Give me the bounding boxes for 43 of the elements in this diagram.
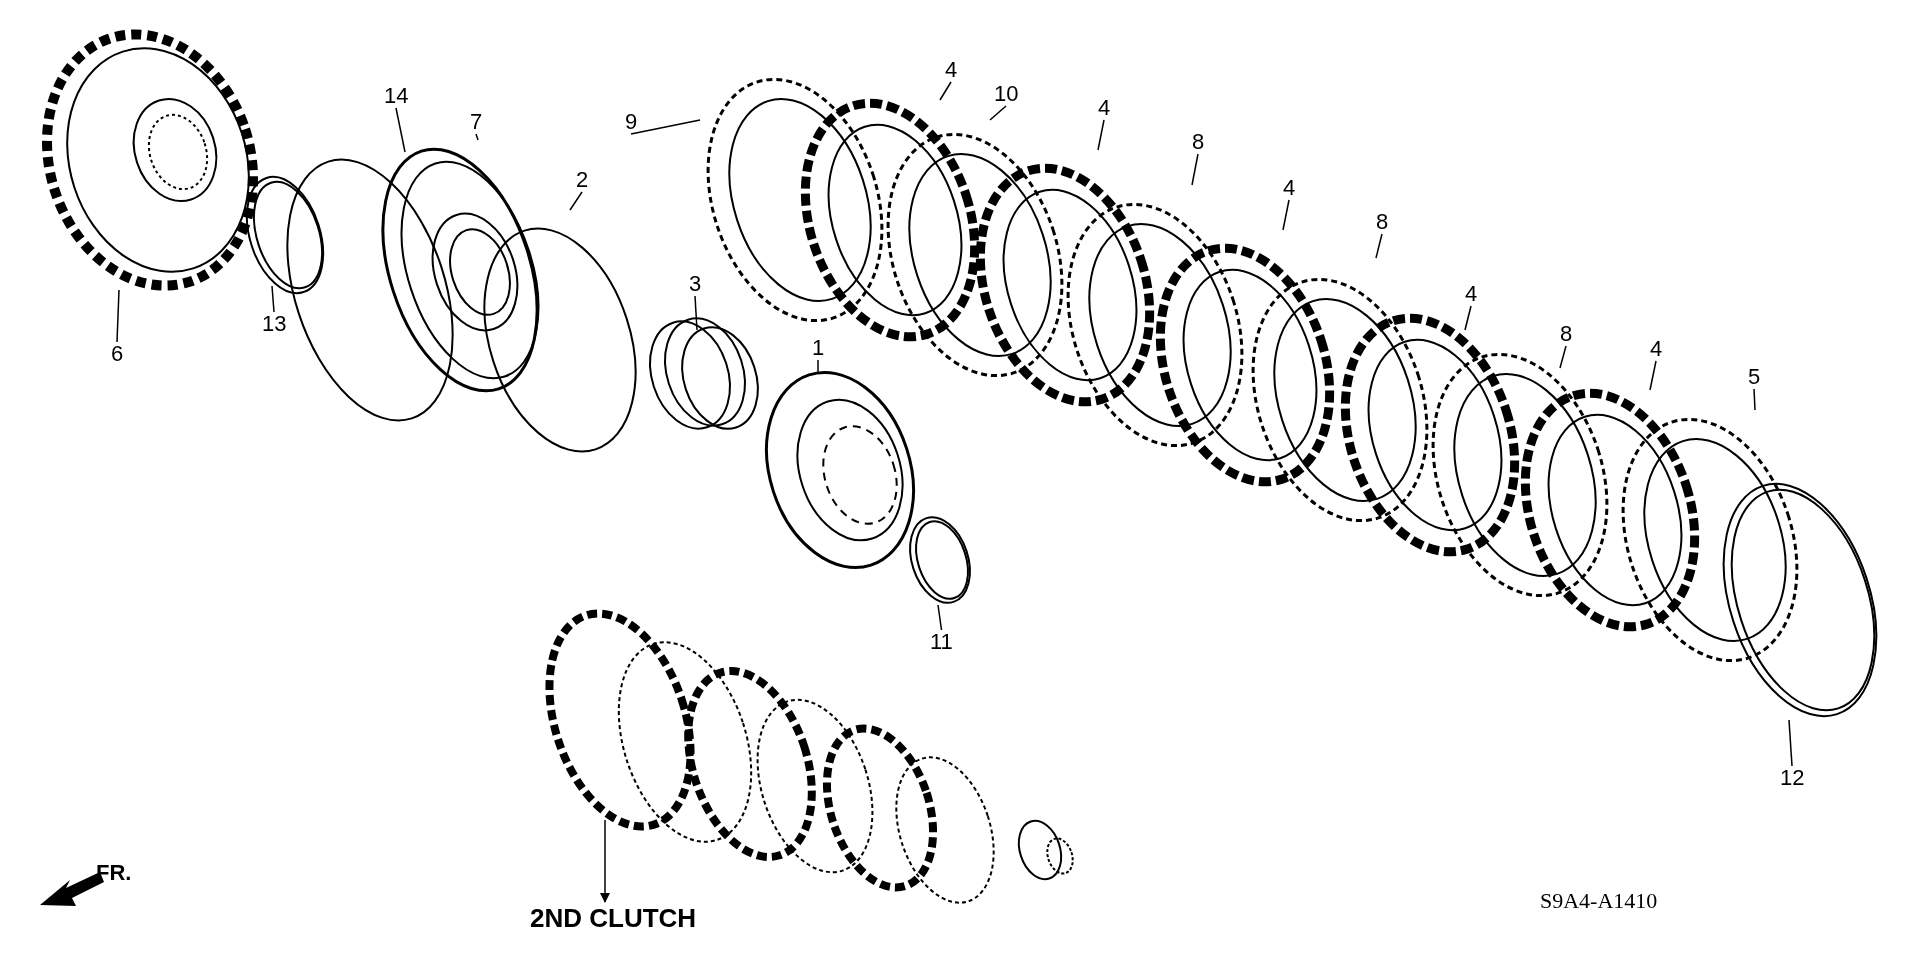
leader-line: [937, 604, 943, 631]
drawing-number: S9A4-A1410: [1540, 888, 1658, 914]
callout-number: 7: [470, 110, 483, 134]
leader-line: [817, 359, 819, 373]
leader-line: [1282, 199, 1290, 231]
leader-line: [630, 119, 701, 135]
assembly-label: 2ND CLUTCH: [530, 904, 697, 932]
leader-line: [939, 81, 952, 101]
callout-number: 8: [1192, 130, 1205, 154]
callout-number: 2: [576, 168, 589, 192]
leader-line: [1753, 388, 1756, 411]
leader-line: [1788, 719, 1793, 767]
arrow: [600, 819, 610, 903]
leader-line: [116, 289, 120, 343]
callout-number: 12: [1780, 766, 1805, 790]
callout-number: 11: [930, 630, 953, 654]
callout-number: 5: [1748, 365, 1761, 389]
callout-number: 14: [384, 84, 409, 108]
leader-line: [1559, 345, 1567, 369]
leader-line: [1191, 153, 1199, 186]
callout-number: 8: [1560, 322, 1573, 346]
callout-number: 4: [1465, 282, 1478, 306]
callout-number: 4: [1098, 96, 1111, 120]
leader-line: [989, 105, 1007, 121]
leader-line: [395, 107, 406, 153]
callout-number: 3: [689, 272, 702, 296]
callout-number: 6: [111, 342, 124, 366]
callout-number: 4: [1650, 337, 1663, 361]
callout-number: 10: [994, 82, 1019, 106]
leader-line: [1097, 119, 1105, 151]
leader-line: [1375, 233, 1383, 259]
leader-line: [271, 285, 275, 313]
leader-line: [569, 191, 583, 211]
callout-number: 8: [1376, 210, 1389, 234]
leader-line: [1649, 360, 1657, 391]
callout-number: 1: [812, 336, 825, 360]
leader-line: [475, 133, 479, 141]
callout-number: 4: [1283, 176, 1296, 200]
callout-number: 4: [945, 58, 958, 82]
callout-number: 13: [262, 312, 287, 336]
leader-line: [694, 295, 698, 331]
callout-number: 9: [625, 110, 638, 134]
leader-line: [1464, 305, 1472, 331]
